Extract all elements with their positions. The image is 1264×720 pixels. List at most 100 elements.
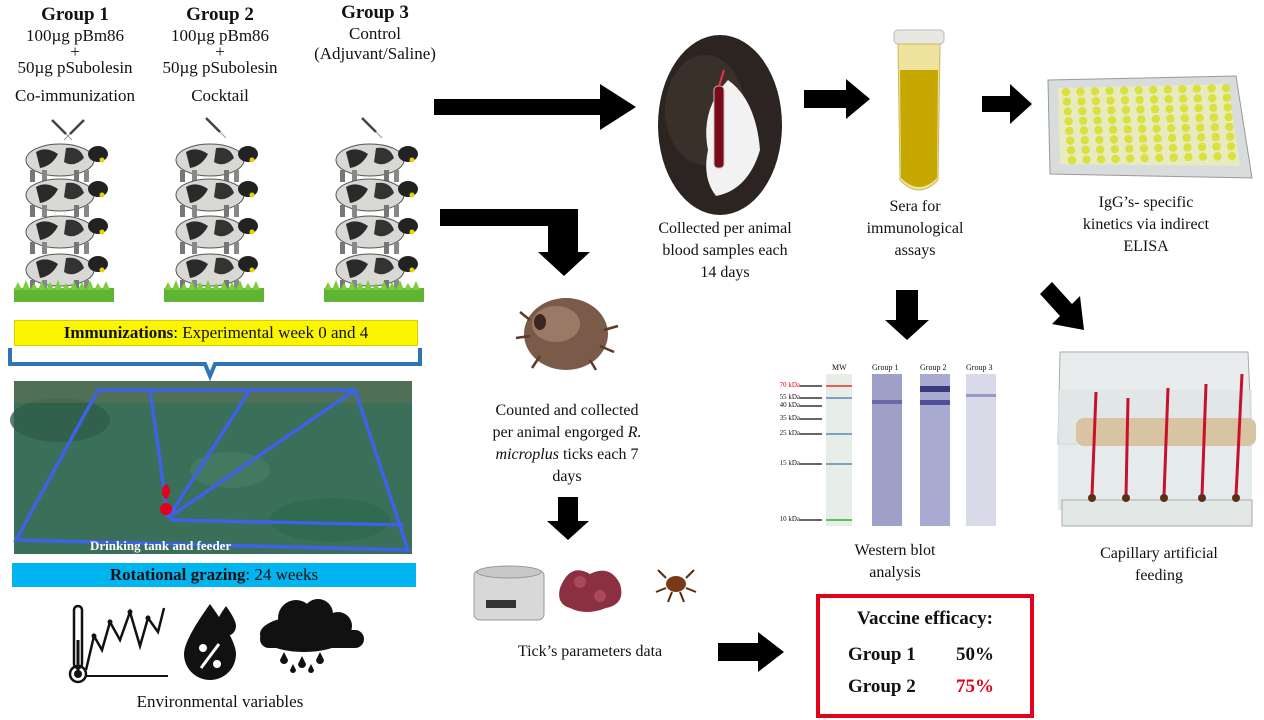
elisa-well [1155, 153, 1164, 162]
elisa-well [1140, 154, 1149, 163]
arrow-ticks-to-params [547, 497, 589, 540]
groups-bracket [8, 348, 422, 382]
elisa-well [1066, 136, 1075, 145]
arrow-elisa-to-capillary [1040, 282, 1084, 330]
tick-caption-line: days [552, 468, 582, 485]
elisa-well [1066, 146, 1076, 155]
tick-species-name: microplus [495, 446, 559, 463]
elisa-well [1063, 107, 1072, 116]
group-3-header: Group 3 Control (Adjuvant/Saline) [295, 2, 455, 64]
rain-cloud-icon [260, 599, 364, 673]
elisa-well [1108, 115, 1117, 125]
elisa-well [1209, 113, 1219, 122]
group-3-title: Group 3 [341, 2, 409, 23]
pasture-map [10, 381, 412, 554]
elisa-well [1076, 87, 1085, 96]
blood-caption-line: 14 days [700, 264, 750, 281]
elisa-well [1154, 143, 1163, 153]
elisa-well [1183, 143, 1192, 152]
elisa-plate-image [1047, 75, 1253, 179]
tick-caption-line: ticks each 7 [558, 446, 639, 463]
elisa-well [1081, 145, 1090, 155]
elisa-well [1106, 96, 1115, 105]
elisa-well [1180, 114, 1190, 123]
elisa-well [1163, 85, 1173, 94]
elisa-well [1139, 144, 1149, 153]
elisa-well [1096, 155, 1106, 164]
elisa-well [1149, 85, 1158, 95]
elisa-well [1198, 152, 1208, 161]
tick-image [515, 298, 619, 371]
vaccine-efficacy-box: Vaccine efficacy: Group 1 50% Group 2 75… [816, 594, 1034, 718]
elisa-well [1223, 103, 1232, 112]
elisa-well [1121, 105, 1131, 115]
elisa-caption-line: kinetics via indirect [1082, 216, 1210, 233]
elisa-well [1061, 87, 1071, 97]
western-blot-caption: Western blot analysis [810, 540, 980, 584]
elisa-well [1082, 155, 1091, 164]
capillary-caption: Capillary artificial feeding [1064, 543, 1254, 587]
sera-caption-line: immunological [866, 220, 964, 237]
elisa-well [1091, 96, 1101, 106]
blood-sample-caption: Collected per animal blood samples each … [630, 218, 820, 284]
elisa-well [1062, 97, 1072, 106]
tick-species-genus: R. [627, 424, 642, 441]
arrow-to-ticks [440, 209, 590, 276]
group-3-control: Control [349, 24, 401, 43]
elisa-well [1222, 93, 1232, 102]
elisa-caption-line: ELISA [1123, 238, 1169, 255]
group-1-cattle-image [14, 118, 114, 302]
elisa-well [1105, 86, 1114, 96]
elisa-well [1168, 143, 1178, 152]
rotational-grazing-label: Rotational grazing [109, 565, 246, 584]
arrow-params-to-efficacy [718, 632, 784, 672]
elisa-well [1194, 104, 1203, 113]
elisa-well [1150, 105, 1160, 114]
elisa-well [1212, 142, 1221, 151]
tick-caption-line: per animal engorged [492, 424, 628, 441]
tick-caption-line: Counted and collected [495, 402, 639, 419]
capillary-caption-line: feeding [1135, 567, 1183, 584]
elisa-well [1149, 95, 1159, 104]
group-2-dose-a: 100µg pBm86 [170, 26, 270, 45]
elisa-well [1196, 123, 1205, 132]
western-marker-label: 10 kDa [779, 515, 800, 523]
western-marker-label: 15 kDa [779, 459, 800, 467]
western-lane-label: Group 3 [966, 363, 993, 372]
western-caption-line: analysis [869, 564, 921, 581]
elisa-well [1193, 94, 1203, 103]
environmental-variables-caption: Environmental variables [136, 692, 304, 711]
elisa-well [1126, 154, 1135, 163]
elisa-well [1209, 103, 1218, 113]
blood-caption-line: blood samples each [662, 242, 788, 259]
group-1-dose-b: 50µg pSubolesin [17, 58, 133, 77]
elisa-well [1122, 115, 1132, 124]
arrow-to-blood [434, 84, 636, 130]
elisa-well [1225, 122, 1234, 132]
elisa-well [1065, 126, 1074, 136]
elisa-well [1123, 125, 1132, 134]
group-3-adjuvant: (Adjuvant/Saline) [314, 44, 436, 63]
group-2-method: Cocktail [191, 86, 249, 105]
group-3-cattle-image [324, 116, 424, 302]
tick-parameters-caption: Tick’s parameters data [517, 643, 663, 660]
group-1-plus: + [70, 42, 80, 61]
elisa-well [1207, 84, 1216, 93]
elisa-well [1120, 86, 1129, 95]
blood-sample-image [658, 35, 782, 215]
elisa-well [1167, 133, 1177, 143]
western-marker-label: 25 kDa [779, 429, 800, 437]
western-marker-labels: 70 kDa 55 kDa 40 kDa 35 kDa 25 kDa 15 kD… [756, 380, 800, 530]
elisa-well [1078, 116, 1088, 126]
elisa-well [1092, 106, 1102, 115]
sera-caption-line: Sera for [889, 198, 941, 215]
immunizations-bar: Immunizations: Experimental week 0 and 4 [14, 320, 418, 346]
elisa-well [1124, 134, 1133, 144]
elisa-well [1167, 124, 1176, 133]
elisa-well [1137, 115, 1146, 124]
elisa-well [1064, 116, 1073, 126]
tick-collection-caption: Counted and collected per animal engorge… [462, 400, 672, 488]
elisa-well [1136, 105, 1145, 114]
elisa-well [1067, 155, 1077, 165]
elisa-well [1179, 94, 1188, 104]
